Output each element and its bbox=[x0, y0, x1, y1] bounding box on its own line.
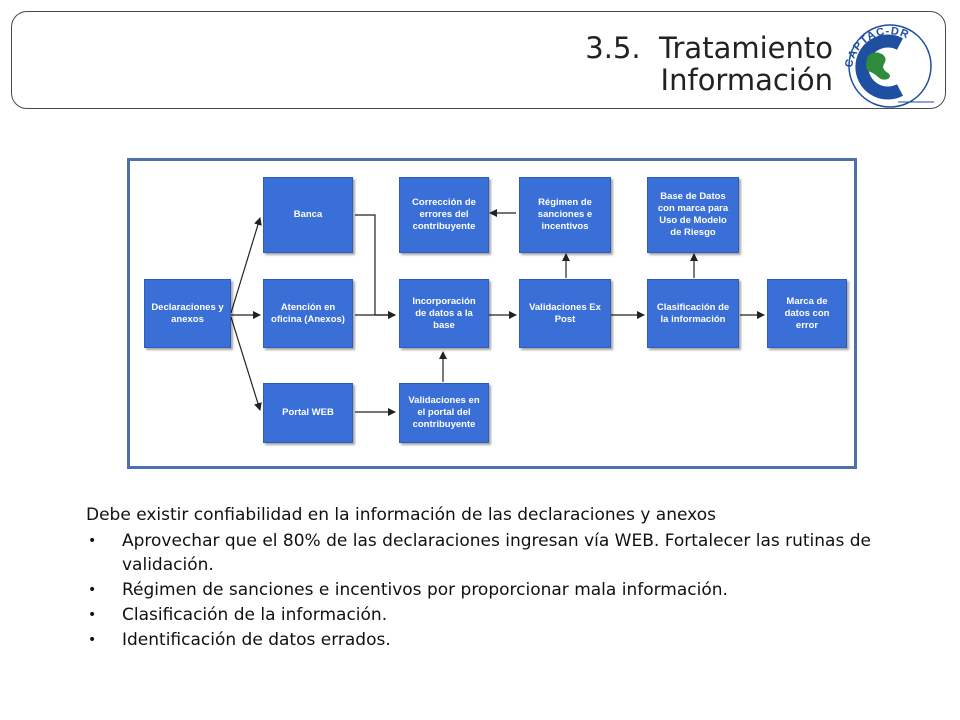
header-box bbox=[11, 11, 946, 109]
title-line-1: 3.5. Tratamiento bbox=[585, 31, 833, 65]
node-validaciones-ex-post: Validaciones Ex Post bbox=[519, 279, 611, 348]
bullet-list: Aprovechar que el 80% de las declaracion… bbox=[86, 529, 876, 652]
node-declaraciones: Declaraciones y anexos bbox=[144, 279, 231, 348]
bullet-item: Aprovechar que el 80% de las declaracion… bbox=[86, 529, 876, 577]
lead-text: Debe existir confiabilidad en la informa… bbox=[86, 505, 716, 525]
captac-logo: CAPTAC-DR bbox=[843, 24, 934, 108]
node-clasificacion: Clasificación de la información bbox=[647, 279, 739, 348]
node-atencion: Atención en oficina (Anexos) bbox=[263, 279, 353, 348]
node-base-datos: Base de Datos con marca para Uso de Mode… bbox=[647, 177, 739, 253]
slide-title: 3.5. Tratamiento Información bbox=[585, 32, 833, 96]
node-marca: Marca de datos con error bbox=[767, 279, 847, 348]
bullet-item: Clasificación de la información. bbox=[86, 603, 876, 627]
node-validaciones-portal: Validaciones en el portal del contribuye… bbox=[399, 383, 489, 443]
bullet-item: Régimen de sanciones e incentivos por pr… bbox=[86, 578, 876, 602]
bullet-item: Identificación de datos errados. bbox=[86, 628, 876, 652]
node-portal-web: Portal WEB bbox=[263, 383, 353, 443]
node-correccion: Corrección de errores del contribuyente bbox=[399, 177, 489, 253]
diagram-frame bbox=[127, 158, 857, 469]
node-banca: Banca bbox=[263, 177, 353, 253]
title-line-2: Información bbox=[660, 63, 833, 97]
node-incorporacion: Incorporación de datos a la base bbox=[399, 279, 489, 348]
body-text: Debe existir confiabilidad en la informa… bbox=[86, 503, 876, 653]
node-regimen: Régimen de sanciones e incentivos bbox=[519, 177, 611, 253]
